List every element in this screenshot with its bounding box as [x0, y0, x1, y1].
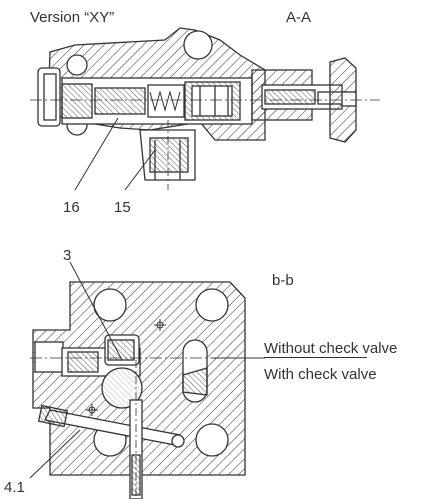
leader-15 — [124, 149, 156, 191]
part-4-1-label: 4.1 — [4, 479, 25, 496]
leader-4-1 — [29, 429, 81, 479]
locating-mark-1 — [154, 319, 166, 331]
version-label: Version “XY” — [30, 9, 115, 26]
part-3-label: 3 — [63, 247, 72, 264]
boss-circle-top — [183, 30, 213, 60]
locating-mark-2 — [86, 404, 98, 416]
without-check-valve-label: Without check valve — [264, 340, 398, 357]
bolt-hole-br — [195, 423, 229, 457]
leader-3 — [69, 261, 123, 361]
with-check-valve-label: With check valve — [264, 366, 377, 383]
section-bb-label: b-b — [272, 272, 294, 289]
bolt-hole-tl — [93, 288, 127, 322]
section-bb-view — [29, 261, 265, 499]
left-port — [34, 341, 64, 373]
left-bolt-hole — [66, 54, 88, 76]
part-15-label: 15 — [114, 199, 131, 216]
bolt-hole-tr — [195, 288, 229, 322]
leader-16 — [74, 117, 119, 191]
section-aa-view — [30, 27, 380, 191]
part-16-label: 16 — [63, 199, 80, 216]
section-aa-label: A-A — [286, 9, 312, 26]
underline-without — [264, 357, 367, 358]
